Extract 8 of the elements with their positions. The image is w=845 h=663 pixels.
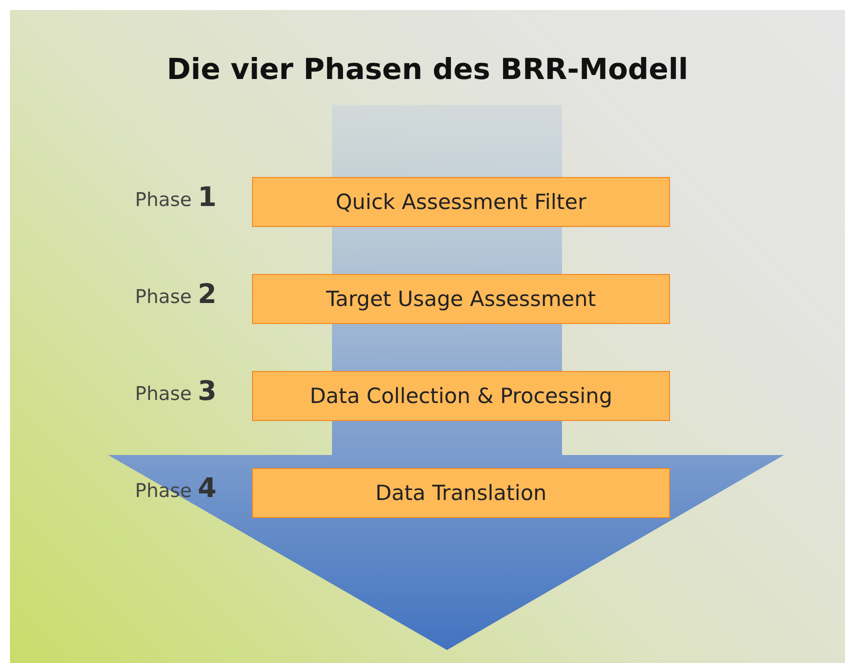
phase-label: Phase 2 [135,279,217,310]
box-label: Data Translation [375,481,547,505]
box-label: Target Usage Assessment [326,287,596,311]
box-label: Quick Assessment Filter [336,190,586,214]
box-label: Data Collection & Processing [310,384,612,408]
phase-label: Phase 1 [135,182,217,213]
phase-label: Phase 3 [135,376,217,407]
title: Die vier Phasen des BRR-Modell [166,52,690,86]
